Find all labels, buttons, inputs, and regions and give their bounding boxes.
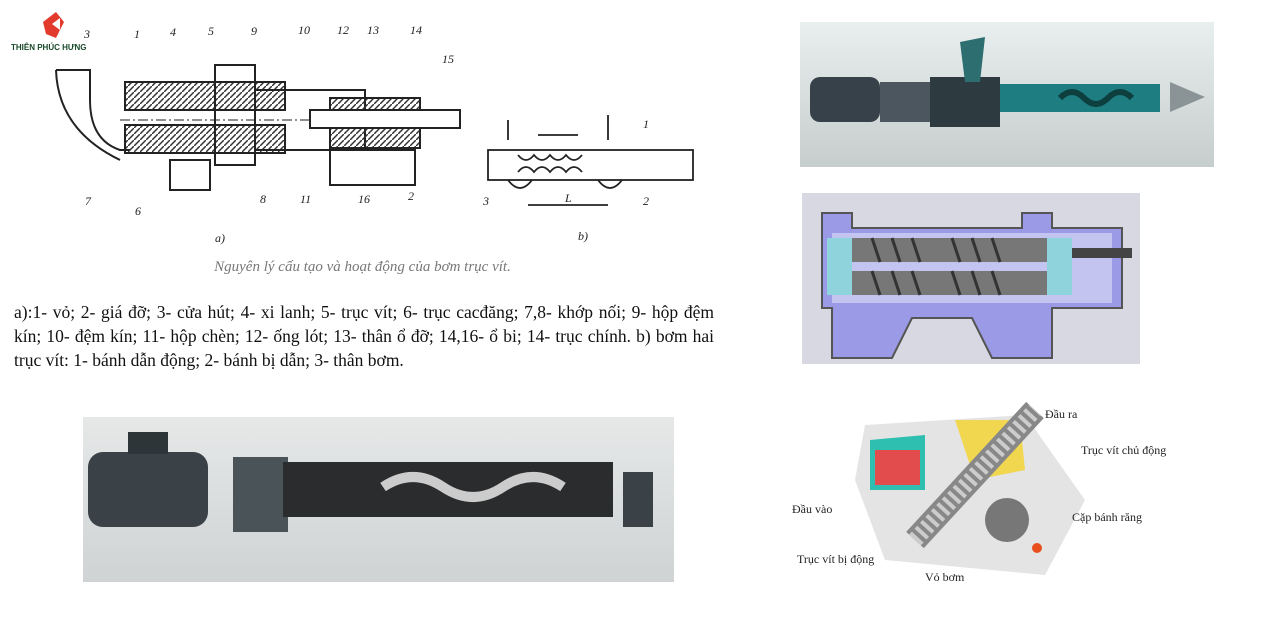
svg-text:3: 3 xyxy=(83,27,90,41)
svg-text:1: 1 xyxy=(643,117,649,131)
svg-text:1: 1 xyxy=(134,27,140,41)
twin-screw-diagram-b: 3 L 2 1 b) xyxy=(482,115,694,243)
logo-mark-icon xyxy=(43,12,64,38)
svg-text:2: 2 xyxy=(408,189,414,203)
label-outlet: Đầu ra xyxy=(1045,407,1078,421)
logo-text: THIÊN PHÚC HƯNG xyxy=(11,43,87,52)
cutaway-illustration xyxy=(855,401,1085,575)
figure-caption: Nguyên lý cấu tạo và hoạt động của bơm t… xyxy=(214,259,511,275)
svg-text:7: 7 xyxy=(85,194,92,208)
svg-text:14: 14 xyxy=(410,23,422,37)
label-driven-screw: Trục vít bị động xyxy=(797,552,875,566)
svg-text:11: 11 xyxy=(300,192,311,206)
svg-text:15: 15 xyxy=(442,52,454,66)
label-drive-screw: Trục vít chủ động xyxy=(1081,443,1167,457)
figure-a-label: a) xyxy=(215,231,225,245)
svg-text:9: 9 xyxy=(251,24,257,38)
progressive-cavity-pump-photo xyxy=(83,417,674,582)
twin-screw-pump-labeled-cutaway: Đầu ra Trục vít chủ động Đầu vào Cặp bán… xyxy=(775,390,1190,585)
svg-text:16: 16 xyxy=(358,192,370,206)
parts-legend-paragraph: a):1- vỏ; 2- giá đỡ; 3- cửa hút; 4- xi l… xyxy=(14,302,714,370)
svg-text:4: 4 xyxy=(170,25,176,39)
svg-text:2: 2 xyxy=(643,194,649,208)
svg-text:6: 6 xyxy=(135,204,141,218)
label-casing: Vỏ bơm xyxy=(925,570,965,584)
label-gear-pair: Cặp bánh răng xyxy=(1072,510,1142,524)
svg-text:L: L xyxy=(564,191,572,205)
svg-text:10: 10 xyxy=(298,23,310,37)
figure-b-label: b) xyxy=(578,229,588,243)
label-inlet: Đầu vào xyxy=(792,502,833,516)
svg-text:5: 5 xyxy=(208,24,214,38)
svg-text:12: 12 xyxy=(337,23,349,37)
svg-text:13: 13 xyxy=(367,23,379,37)
company-logo: THIÊN PHÚC HƯNG xyxy=(8,10,98,55)
twin-screw-pump-section-illustration xyxy=(802,193,1140,364)
screw-pump-cutaway-photo xyxy=(800,22,1214,167)
svg-text:8: 8 xyxy=(260,192,266,206)
svg-text:3: 3 xyxy=(482,194,489,208)
